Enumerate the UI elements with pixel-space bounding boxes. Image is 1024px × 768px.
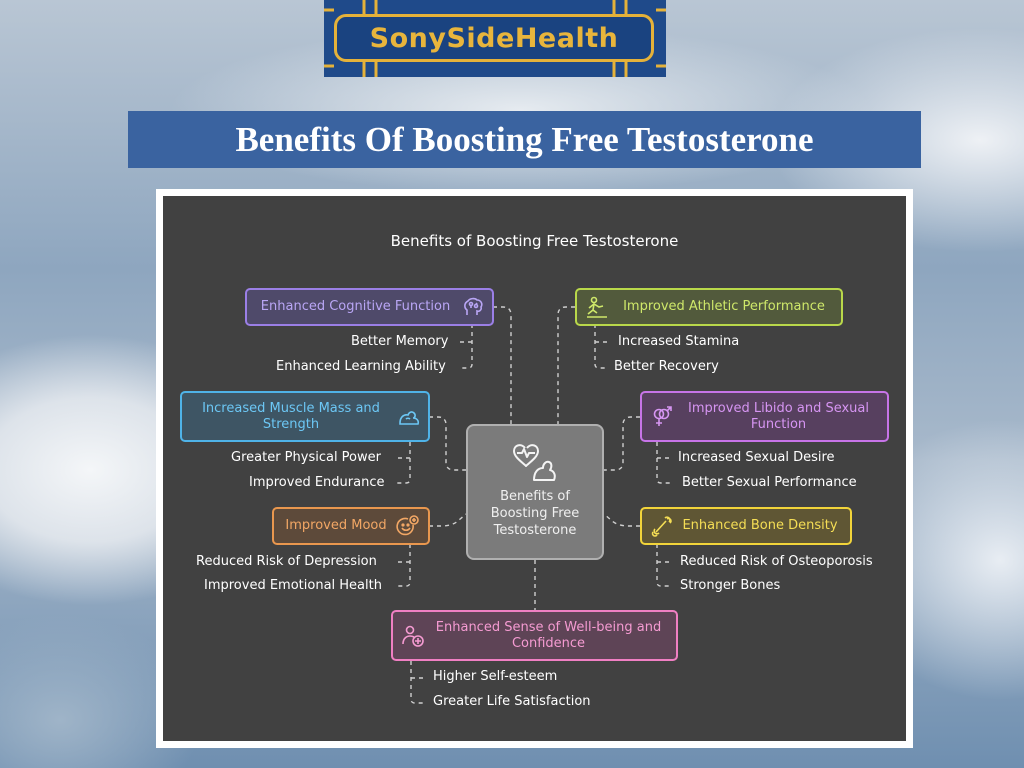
- athletic-item-2: Better Recovery: [614, 359, 719, 374]
- brain-icon: [464, 297, 483, 315]
- node-athletic-performance: Improved Athletic Performance: [575, 288, 843, 326]
- node-bone-density: Enhanced Bone Density: [640, 507, 852, 545]
- node-wellbeing-confidence-label: Enhanced Sense of Well-being and Confide…: [435, 619, 662, 651]
- mood-item-2: Improved Emotional Health: [204, 578, 382, 593]
- connector-lines: [396, 306, 671, 704]
- logo-text: SonySideHealth: [369, 22, 619, 54]
- person-plus-icon: [402, 625, 424, 647]
- runner-icon: [587, 296, 607, 318]
- flexed-arm-icon: [399, 410, 420, 425]
- node-bone-density-label: Enhanced Bone Density: [682, 518, 838, 533]
- smile-plus-icon: [396, 515, 419, 536]
- diagram-panel: Benefits of Boosting Free Testosterone B…: [163, 196, 906, 741]
- sonysidehealth-logo: SonySideHealth: [324, 0, 666, 77]
- bone-icon: [651, 516, 672, 537]
- heart-muscle-icon: [513, 444, 556, 481]
- title-banner: Benefits Of Boosting Free Testosterone: [128, 111, 921, 168]
- node-libido: Improved Libido and Sexual Function: [640, 391, 889, 442]
- muscle-item-2: Improved Endurance: [249, 475, 385, 490]
- node-improved-mood: Improved Mood: [272, 507, 430, 545]
- libido-item-2: Better Sexual Performance: [682, 475, 857, 490]
- libido-item-1: Increased Sexual Desire: [678, 450, 835, 465]
- bone-item-1: Reduced Risk of Osteoporosis: [680, 554, 873, 569]
- diagram-title: Benefits of Boosting Free Testosterone: [390, 232, 679, 250]
- cognitive-item-2: Enhanced Learning Ability: [276, 359, 446, 374]
- node-wellbeing-confidence: Enhanced Sense of Well-being and Confide…: [391, 610, 678, 661]
- node-cognitive-function: Enhanced Cognitive Function: [245, 288, 494, 326]
- wellbeing-item-2: Greater Life Satisfaction: [433, 694, 591, 709]
- center-node: Benefits of Boosting Free Testosterone: [466, 424, 604, 560]
- bone-item-2: Stronger Bones: [680, 578, 781, 593]
- logo-badge: SonySideHealth: [334, 14, 654, 62]
- cognitive-item-1: Better Memory: [351, 334, 449, 349]
- mood-item-1: Reduced Risk of Depression: [196, 554, 377, 569]
- athletic-item-1: Increased Stamina: [618, 334, 740, 349]
- node-cognitive-function-label: Enhanced Cognitive Function: [260, 299, 451, 314]
- node-athletic-performance-label: Improved Athletic Performance: [623, 299, 825, 314]
- node-improved-mood-label: Improved Mood: [285, 518, 387, 533]
- wellbeing-item-1: Higher Self-esteem: [433, 669, 558, 684]
- logo-pattern: [324, 0, 666, 77]
- node-muscle-mass: Increased Muscle Mass and Strength: [180, 391, 430, 442]
- gender-symbols-icon: [653, 405, 672, 426]
- node-muscle-mass-label: Increased Muscle Mass and Strength: [202, 400, 380, 432]
- center-node-label: Benefits of Boosting Free Testosterone: [490, 489, 580, 538]
- node-libido-label: Improved Libido and Sexual Function: [687, 400, 870, 432]
- page-title: Benefits Of Boosting Free Testosterone: [235, 119, 814, 159]
- muscle-item-1: Greater Physical Power: [231, 450, 381, 465]
